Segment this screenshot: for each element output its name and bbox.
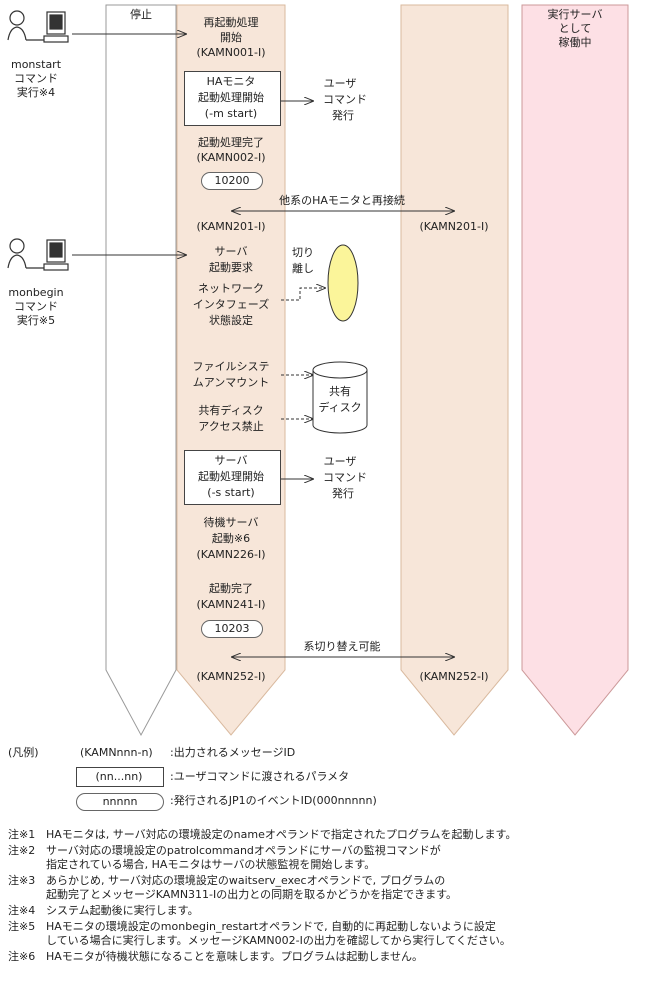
start-done-2: (KAMN002-I): [196, 151, 266, 164]
unmount-1: ファイルシステ: [192, 360, 270, 373]
lane-title-running-2: として: [558, 22, 592, 35]
restart-3: (KAMN001-I): [196, 46, 266, 59]
user-cmd2-3: 発行: [332, 487, 354, 500]
note-4-text-1: システム起動後に実行します。: [46, 904, 199, 917]
actor-monbegin-2: コマンド: [14, 300, 58, 313]
note-3-text-2: 起動完了とメッセージKAMN311-Iの出力との同期を取るかどうかを指定できます…: [46, 888, 458, 901]
note-3-label: 注※3: [8, 874, 36, 887]
note-2-label: 注※2: [8, 844, 36, 857]
ha-start-1: HAモニタ: [206, 75, 256, 88]
actor-monbegin-3: 実行※5: [16, 314, 56, 327]
actor-monstart-3: 実行※4: [16, 86, 56, 99]
user-cmd2-2: コマンド: [323, 471, 367, 484]
start-done-1: 起動処理完了: [198, 136, 264, 149]
shared-disk-1: 共有: [329, 385, 351, 398]
note-2-text-1: サーバ対応の環境設定のpatrolcommandオペランドにサーバの監視コマンド…: [46, 844, 441, 857]
note-1: 注※1 HAモニタは, サーバ対応の環境設定のnameオペランドで指定されたプログ…: [8, 828, 516, 842]
unmount-2: ムアンマウント: [192, 376, 270, 389]
ha-start-box: [184, 71, 281, 126]
lane-other-server: [400, 4, 509, 736]
lane-title-stopped: 停止: [130, 8, 152, 21]
note-2: 注※2 サーバ対応の環境設定のpatrolcommandオペランドにサーバの監視コ…: [8, 844, 441, 858]
note-2-text-2: 指定されている場合, HAモニタはサーバの状態監視を開始します。: [46, 858, 376, 871]
separate-2: 離し: [292, 262, 314, 275]
legend-title: (凡例): [8, 746, 39, 759]
note-6: 注※6 HAモニタが待機状態になることを意味します。プログラムは起動しません。: [8, 950, 423, 964]
legend-msg-sample: (KAMNnnn-n): [80, 746, 153, 759]
note-6-text-1: HAモニタが待機状態になることを意味します。プログラムは起動しません。: [46, 950, 424, 963]
shared-disk-2: ディスク: [318, 401, 362, 414]
operator-icon: [7, 10, 69, 43]
server-start-1: サーバ: [214, 454, 248, 467]
standby-2: 起動※6: [211, 532, 251, 545]
actor-monbegin-1: monbegin: [8, 286, 64, 299]
note-5-text-1: HAモニタの環境設定のmonbegin_restartオペランドで, 自動的に再…: [46, 920, 496, 933]
kamn252-left: (KAMN252-I): [196, 670, 266, 683]
network-arrow: [281, 288, 325, 301]
operator-icon-2: [7, 238, 69, 271]
disk-prohibit-1: 共有ディスク: [198, 404, 264, 417]
separate-1: 切り: [292, 246, 314, 259]
event-id-2: 10203: [201, 620, 263, 638]
standby-3: (KAMN226-I): [196, 548, 266, 561]
legend-param-desc: :ユーザコマンドに渡されるパラメタ: [170, 770, 350, 783]
note-1-label: 注※1: [8, 828, 36, 841]
ha-start-2: 起動処理開始: [198, 91, 264, 104]
lane-title-running-3: 稼働中: [558, 36, 592, 49]
disk-prohibit-2: アクセス禁止: [198, 420, 264, 433]
server-start-req-1: サーバ: [214, 245, 248, 258]
restart-2: 開始: [220, 31, 242, 44]
shared-disk-icon: [312, 361, 368, 434]
note-6-label: 注※6: [8, 950, 36, 963]
server-start-2: 起動処理開始: [198, 470, 264, 483]
event-id-1: 10200: [201, 172, 263, 190]
note-5-label: 注※5: [8, 920, 36, 933]
actor-monstart-2: コマンド: [14, 72, 58, 85]
note-3: 注※3 あらかじめ, サーバ対応の環境設定のwaitserv_execオペランドで…: [8, 874, 445, 888]
kamn201-right: (KAMN201-I): [419, 220, 489, 233]
legend-param-box: [76, 767, 164, 787]
actor-monstart-1: monstart: [10, 58, 62, 71]
note-4-label: 注※4: [8, 904, 36, 917]
note-4: 注※4 システム起動後に実行します。: [8, 904, 199, 918]
restart-1: 再起動処理: [203, 16, 259, 29]
switch-label: 系切り替え可能: [303, 640, 381, 653]
user-cmd1-3: 発行: [332, 109, 354, 122]
boot-done-1: 起動完了: [209, 582, 253, 595]
ha-start-3: (-m start): [204, 107, 258, 120]
legend-event-desc: :発行されるJP1のイベントID(000nnnnn): [170, 794, 377, 807]
network-3: 状態設定: [209, 314, 253, 327]
legend-event-sample: nnnnn: [76, 793, 164, 811]
lane-title-running-1: 実行サーバ: [547, 8, 603, 21]
network-2: インタフェーズ: [192, 298, 270, 311]
note-3-text-1: あらかじめ, サーバ対応の環境設定のwaitserv_execオペランドで, プ…: [46, 874, 446, 887]
kamn252-right: (KAMN252-I): [419, 670, 489, 683]
server-start-box: [184, 450, 281, 505]
user-cmd1-1: ユーザ: [323, 77, 357, 90]
standby-1: 待機サーバ: [203, 516, 259, 529]
server-start-3: (-s start): [207, 486, 255, 499]
note-1-text-1: HAモニタは, サーバ対応の環境設定のnameオペランドで指定されたプログラムを…: [46, 828, 517, 841]
legend-param-sample: (nn...nn): [95, 770, 143, 783]
lane-running-server: [521, 4, 629, 736]
network-1: ネットワーク: [198, 282, 264, 295]
kamn201-left: (KAMN201-I): [196, 220, 266, 233]
network-interface-ellipse: [327, 244, 359, 322]
server-start-req-2: 起動要求: [209, 261, 253, 274]
legend-msg-desc: :出力されるメッセージID: [170, 746, 296, 759]
user-cmd1-2: コマンド: [323, 93, 367, 106]
reconnect-label: 他系のHAモニタと再接続: [279, 194, 405, 207]
lane-stopped: [105, 4, 177, 737]
note-5-text-2: している場合に実行します。メッセージKAMN002-Iの出力を確認してから実行し…: [46, 934, 511, 947]
note-5: 注※5 HAモニタの環境設定のmonbegin_restartオペランドで, 自動…: [8, 920, 496, 934]
boot-done-2: (KAMN241-I): [196, 598, 266, 611]
user-cmd2-1: ユーザ: [323, 455, 357, 468]
